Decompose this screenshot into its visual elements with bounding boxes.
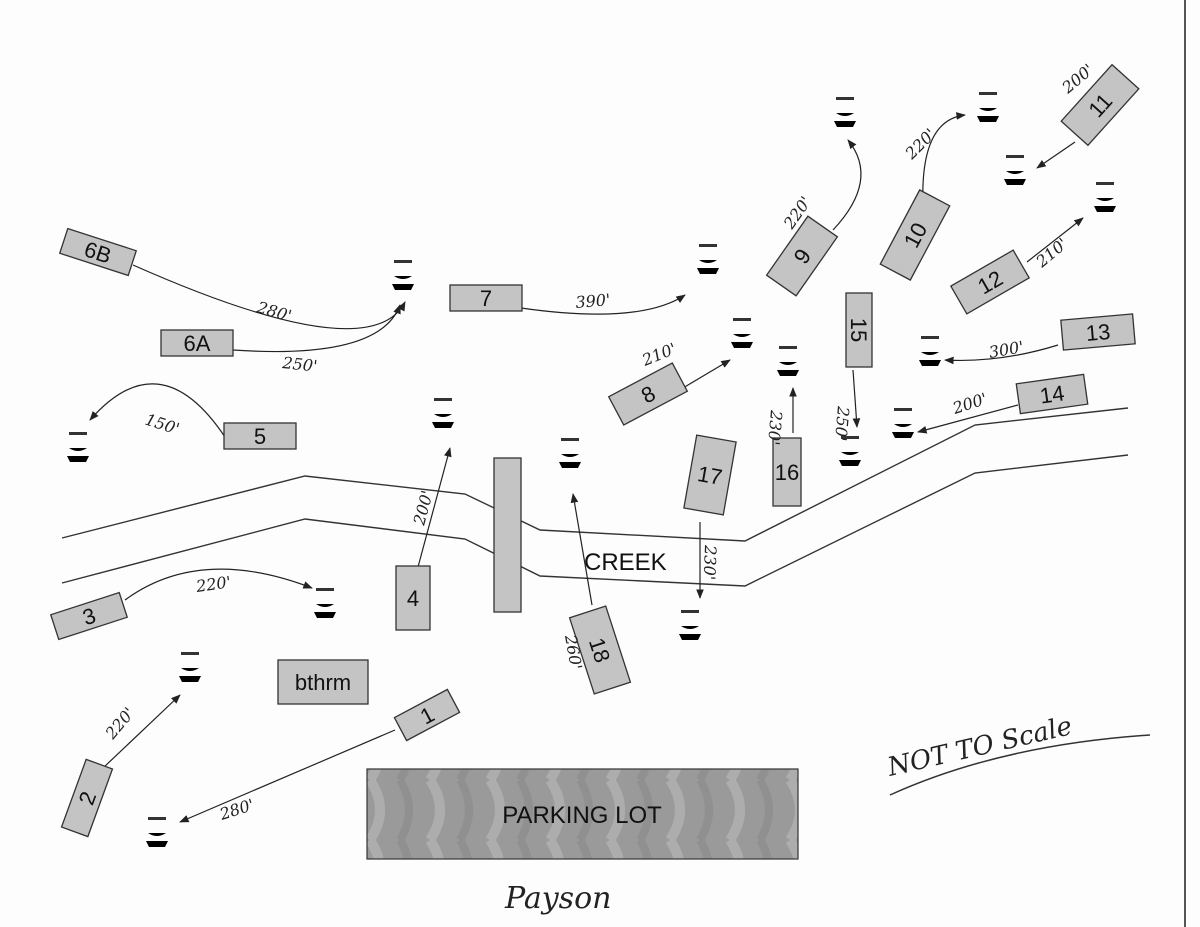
distance-hole-10: 220' bbox=[901, 125, 940, 164]
distance-hole-5: 150' bbox=[143, 410, 182, 439]
basket-icon bbox=[977, 92, 999, 140]
basket-icon bbox=[697, 244, 719, 292]
tee-17: 17 bbox=[683, 434, 737, 516]
distance-hole-4: 200' bbox=[409, 488, 437, 528]
tee-15: 15 bbox=[845, 292, 873, 368]
basket-icon bbox=[777, 346, 799, 394]
bathroom: bthrm bbox=[277, 659, 369, 705]
path-hole-4 bbox=[417, 447, 452, 568]
basket-icon bbox=[679, 610, 701, 658]
distance-hole-17: 230' bbox=[700, 544, 720, 581]
basket-icon bbox=[559, 438, 581, 486]
creek-bank-lower bbox=[61, 454, 1129, 587]
basket-icon bbox=[392, 260, 414, 308]
flight-paths bbox=[89, 112, 1084, 823]
scale-note-underline bbox=[889, 734, 1151, 796]
tee-2: 2 bbox=[60, 758, 114, 838]
distance-hole-6a: 250' bbox=[281, 353, 319, 376]
distance-hole-16: 230' bbox=[764, 409, 786, 446]
tee-label: 16 bbox=[775, 460, 799, 485]
path-hole-7 bbox=[520, 294, 686, 315]
tee-label: 7 bbox=[480, 286, 492, 311]
path-hole-12 bbox=[1026, 217, 1084, 263]
tee-8: 8 bbox=[607, 362, 689, 426]
path-hole-6b bbox=[132, 264, 406, 330]
parking-lot-label: PARKING LOT bbox=[502, 802, 662, 829]
basket-icon bbox=[314, 588, 336, 636]
tee-10: 10 bbox=[879, 189, 951, 281]
path-hole-11 bbox=[1036, 141, 1076, 169]
tee-16: 16 bbox=[772, 437, 802, 507]
tee-3: 3 bbox=[49, 591, 129, 641]
basket-icon bbox=[1094, 182, 1116, 230]
path-hole-1 bbox=[179, 729, 396, 823]
path-hole-3 bbox=[124, 568, 313, 601]
distance-hole-13: 300' bbox=[987, 337, 1025, 362]
distance-hole-7: 390' bbox=[575, 290, 611, 312]
distance-hole-12: 210' bbox=[1032, 234, 1072, 272]
tee-12: 12 bbox=[949, 249, 1031, 315]
bathroom-label: bthrm bbox=[295, 670, 351, 695]
distance-hole-1: 280' bbox=[216, 795, 256, 824]
tee-label: 4 bbox=[407, 586, 419, 611]
tee-14: 14 bbox=[1015, 373, 1089, 415]
page-title: Payson bbox=[504, 881, 611, 916]
path-hole-9 bbox=[832, 139, 862, 231]
basket-icon bbox=[146, 817, 168, 865]
distance-hole-3: 220' bbox=[194, 572, 232, 596]
tee-label: 5 bbox=[254, 424, 266, 449]
tee-label: 14 bbox=[1038, 380, 1066, 408]
basket-icon bbox=[731, 318, 753, 366]
tee-label: 6A bbox=[184, 331, 211, 356]
path-hole-10 bbox=[922, 112, 966, 206]
tee-4: 4 bbox=[395, 565, 431, 631]
bridge bbox=[493, 457, 522, 613]
creek-label: CREEK bbox=[584, 549, 667, 576]
tee-6b: 6B bbox=[58, 227, 138, 277]
distance-hole-15: 250' bbox=[831, 405, 853, 442]
tee-6a: 6A bbox=[160, 329, 234, 357]
basket-icon bbox=[432, 398, 454, 446]
tee-1: 1 bbox=[393, 688, 461, 742]
tee-label: 13 bbox=[1085, 319, 1112, 346]
basket-icon bbox=[179, 652, 201, 700]
basket-icon bbox=[67, 432, 89, 480]
tee-18: 18 bbox=[568, 605, 632, 695]
creek-bank-upper bbox=[61, 407, 1129, 542]
creek: CREEK bbox=[61, 407, 1129, 587]
tee-label: 15 bbox=[846, 318, 871, 342]
tee-5: 5 bbox=[223, 422, 297, 450]
tee-13: 13 bbox=[1060, 313, 1136, 351]
tee-11: 11 bbox=[1060, 63, 1140, 147]
path-hole-15 bbox=[852, 369, 861, 428]
parking-lot: PARKING LOT bbox=[366, 768, 799, 860]
path-hole-2 bbox=[102, 694, 181, 769]
path-hole-13 bbox=[944, 344, 1059, 365]
basket-icon bbox=[839, 436, 861, 484]
basket-icon bbox=[892, 408, 914, 456]
path-hole-18 bbox=[570, 493, 593, 606]
tee-9: 9 bbox=[765, 215, 839, 297]
basket-icon bbox=[834, 97, 856, 145]
distance-hole-6b: 280' bbox=[254, 297, 294, 325]
path-hole-5 bbox=[89, 383, 226, 438]
distance-hole-2: 220' bbox=[101, 704, 139, 744]
tee-label: 17 bbox=[696, 461, 724, 490]
page-edge-line bbox=[1184, 0, 1186, 927]
path-hole-6a bbox=[232, 304, 401, 353]
path-hole-14 bbox=[917, 404, 1019, 434]
basket-icon bbox=[919, 336, 941, 384]
path-hole-8 bbox=[682, 359, 731, 389]
tee-7: 7 bbox=[449, 284, 523, 312]
basket-icon bbox=[1004, 155, 1026, 203]
